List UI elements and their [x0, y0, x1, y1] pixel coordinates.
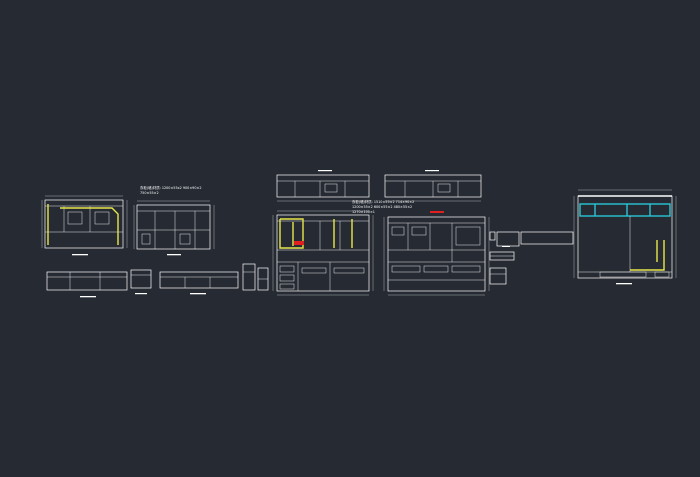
cabinet-plan-strip-left: [46, 271, 128, 298]
wardrobe-elevation-center-a: [272, 210, 374, 296]
wardrobe-elevation-right: [573, 189, 677, 285]
material-note-left-1: 衣柜(墙)材质: 1200×55x2 900×90×2: [140, 185, 201, 190]
cabinet-plan-strip-mid: [159, 271, 239, 295]
red-mark-note: [430, 211, 444, 213]
material-note-left-2: 750×55×2: [140, 191, 159, 195]
material-note-center-2: 1200×55×2 600×55×2 480×55×2: [352, 205, 412, 209]
top-elevation-strip-1: [276, 170, 370, 202]
material-note-center-1: 衣柜(墙)材质: 1510×55×2 714×90×2: [352, 199, 414, 204]
wardrobe-elevation-left-b: [133, 200, 215, 256]
top-elevation-strip-2: [384, 170, 482, 202]
wardrobe-elevation-left-a: [41, 195, 128, 256]
cabinet-plan-small: [130, 269, 152, 295]
red-highlight-block: [294, 241, 304, 245]
wardrobe-elevation-center-b: [383, 216, 490, 296]
cabinet-section-small: [242, 263, 269, 291]
material-note-center-3: 1270×100×1: [352, 210, 375, 214]
cabinet-side-details: [489, 231, 574, 285]
